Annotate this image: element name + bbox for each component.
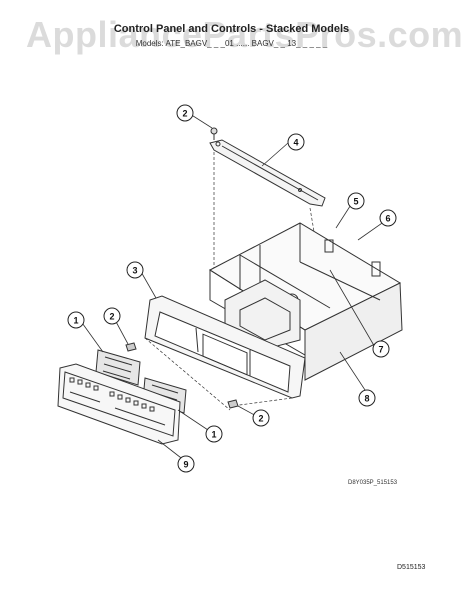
svg-text:2: 2 bbox=[182, 109, 187, 119]
svg-text:1: 1 bbox=[211, 430, 216, 440]
diagram-title: Control Panel and Controls - Stacked Mod… bbox=[113, 23, 350, 35]
console-housing-part bbox=[208, 222, 403, 381]
svg-text:3: 3 bbox=[132, 266, 137, 276]
callout-4: 4 bbox=[287, 133, 305, 151]
callouts: 2 4 5 6 3 1 2 bbox=[67, 104, 397, 473]
display-board-left-part bbox=[95, 349, 141, 386]
svg-text:8: 8 bbox=[364, 394, 369, 404]
panel-frame-part bbox=[144, 295, 306, 399]
drawing-code: D515153 bbox=[397, 564, 426, 571]
callout-1-right: 1 bbox=[205, 425, 223, 443]
svg-text:2: 2 bbox=[109, 312, 114, 322]
callout-2-bottom: 2 bbox=[252, 409, 270, 427]
control-panel-overlay-part bbox=[57, 363, 181, 445]
callout-6: 6 bbox=[379, 209, 397, 227]
callout-7: 7 bbox=[372, 340, 390, 358]
callout-2-top: 2 bbox=[176, 104, 194, 122]
svg-text:9: 9 bbox=[183, 460, 188, 470]
svg-text:4: 4 bbox=[293, 138, 298, 148]
model-list: Models: ATE_BAGV_ _ _01 ...... BAGV_ _ 1… bbox=[135, 39, 328, 48]
top-bracket-part bbox=[209, 139, 326, 207]
callout-5: 5 bbox=[347, 192, 365, 210]
svg-text:1: 1 bbox=[73, 316, 78, 326]
callout-3: 3 bbox=[126, 261, 144, 279]
clip-lower-part bbox=[227, 399, 239, 409]
clip-upper-part bbox=[125, 342, 137, 352]
svg-text:7: 7 bbox=[378, 345, 383, 355]
callout-2-mid: 2 bbox=[103, 307, 121, 325]
drawing-code-small: D8Y035P_515153 bbox=[348, 480, 398, 486]
callout-8: 8 bbox=[358, 389, 376, 407]
screw-part bbox=[210, 127, 218, 140]
svg-text:5: 5 bbox=[353, 197, 358, 207]
callout-1-left: 1 bbox=[67, 311, 85, 329]
svg-text:2: 2 bbox=[258, 414, 263, 424]
callout-9: 9 bbox=[177, 455, 195, 473]
svg-text:6: 6 bbox=[385, 214, 390, 224]
